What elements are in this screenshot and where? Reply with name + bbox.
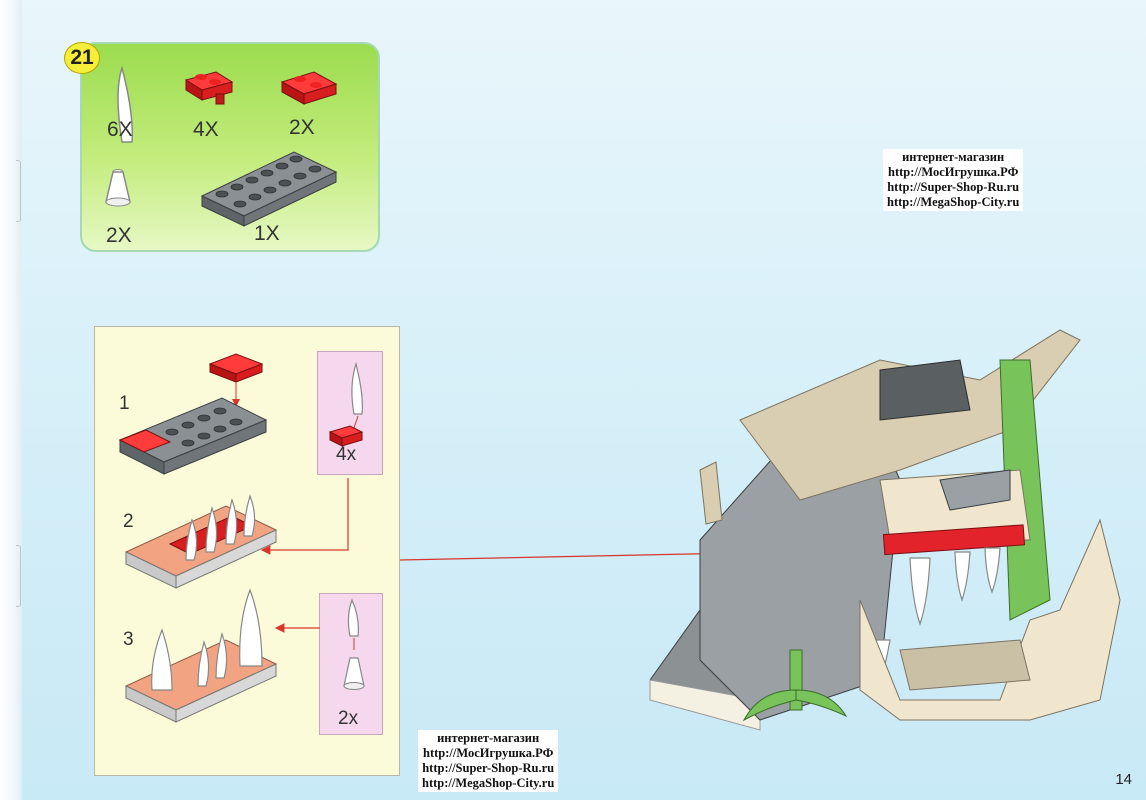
white-tooth-piece-icon: [185, 494, 256, 561]
part-quantity: 6X: [107, 118, 133, 141]
substep-1-callout: 4x: [317, 351, 383, 475]
palm-plant: [742, 649, 848, 722]
part-quantity: 1X: [254, 222, 280, 245]
page-binding-edge: [0, 0, 22, 800]
page-number: 14: [1115, 771, 1132, 788]
tooth-cone-illustration: [343, 598, 365, 690]
substep-number: 1: [119, 393, 130, 414]
watermark-line: http://MegaShop-City.ru: [422, 776, 555, 790]
substep-2-assembly: [124, 494, 278, 589]
red-clip-plate-icon: [328, 425, 364, 447]
watermark-line: http://МосИгрушка.РФ: [888, 165, 1019, 179]
watermark-line: интернет-магазин: [902, 150, 1005, 164]
watermark-line: интернет-магазин: [437, 731, 540, 745]
step-number-badge: 21: [64, 42, 100, 74]
substep-number: 2: [123, 511, 134, 532]
watermark-line: http://MegaShop-City.ru: [887, 195, 1020, 209]
part-quantity: 2X: [289, 116, 315, 139]
white-tooth-piece-icon: [351, 361, 363, 415]
substep-3-assembly: [124, 588, 278, 723]
substep-1-assembly: [118, 353, 268, 475]
parts-illustrations: [105, 65, 338, 227]
grey-plate-2x6-icon: [118, 397, 268, 475]
part-quantity: 4X: [193, 118, 219, 141]
part-quantity: 2X: [106, 224, 132, 247]
callout-arrow: [260, 478, 349, 555]
skull-cave-model: [649, 329, 1121, 731]
parts-list-panel: 6X 4X 2X 2X 1X: [80, 42, 380, 252]
white-tooth-piece-icon: [117, 65, 134, 143]
shop-watermark-bottom: интернет-магазин http://МосИгрушка.РФ ht…: [418, 730, 559, 792]
substep-3-callout: 2x: [319, 593, 383, 735]
grey-plate-2x6-icon: [200, 151, 338, 227]
white-cone-piece-icon: [105, 169, 131, 207]
tooth-clip-illustration: [328, 361, 364, 447]
watermark-line: http://МосИгрушка.РФ: [423, 746, 554, 760]
callout-quantity: 2x: [338, 708, 359, 729]
binding-notch: [16, 160, 21, 222]
red-plate-1x2-icon: [280, 71, 338, 105]
binding-notch: [16, 545, 21, 607]
substep-number: 3: [123, 629, 134, 650]
watermark-line: http://Super-Shop-Ru.ru: [887, 180, 1020, 194]
red-clip-plate-icon: [184, 71, 234, 105]
callout-quantity: 4x: [336, 444, 357, 465]
red-plate-1x2-icon: [208, 353, 264, 383]
watermark-line: http://Super-Shop-Ru.ru: [422, 761, 555, 775]
shop-watermark-top: интернет-магазин http://МосИгрушка.РФ ht…: [883, 149, 1024, 211]
white-tooth-piece-icon: [151, 588, 263, 691]
white-tooth-piece-icon: [347, 598, 359, 637]
white-cone-piece-icon: [343, 657, 365, 690]
